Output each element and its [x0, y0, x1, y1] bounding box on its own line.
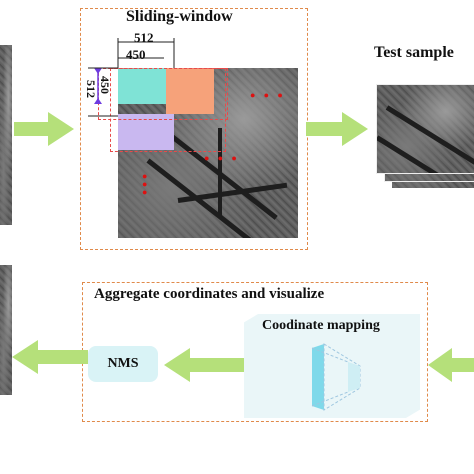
coordinate-mapping-label: Coodinate mapping [262, 318, 380, 333]
sliding-window-title: Sliding-window [126, 8, 233, 25]
window-tile-orange [166, 68, 214, 114]
window-tile-lavender [118, 114, 174, 150]
arrow-left-2 [164, 348, 244, 382]
detection-dots-1: ● ● ● [250, 90, 286, 100]
arrow-right-1 [14, 112, 74, 146]
dim-450-top: 450 [126, 47, 146, 62]
test-samples-title: Test sample [374, 44, 454, 61]
nms-box: NMS [88, 346, 158, 382]
input-image-left-top [0, 45, 12, 225]
output-image-left-bottom [0, 265, 12, 395]
mapping-projection-icon [311, 343, 361, 411]
test-sample-stack-front [376, 84, 474, 174]
dimension-lines-left [88, 67, 118, 117]
dim-512-top: 512 [134, 30, 154, 45]
detection-dots-3: ●●● [142, 171, 148, 197]
nms-label: NMS [107, 356, 139, 371]
arrow-right-2 [306, 112, 368, 146]
window-outline-2 [110, 68, 226, 152]
window-tile-cyan [118, 68, 166, 104]
dim-512-left: 512 [84, 80, 98, 98]
dim-450-left: 450 [98, 76, 112, 94]
aggregate-title: Aggregate coordinates and visualize [94, 286, 325, 302]
detection-dots-2: ● ● ● [204, 153, 240, 163]
arrow-left-3 [428, 348, 474, 382]
dimension-lines-top [117, 38, 175, 68]
coordinate-mapping-box [244, 314, 420, 418]
arrow-left-1 [12, 340, 88, 374]
